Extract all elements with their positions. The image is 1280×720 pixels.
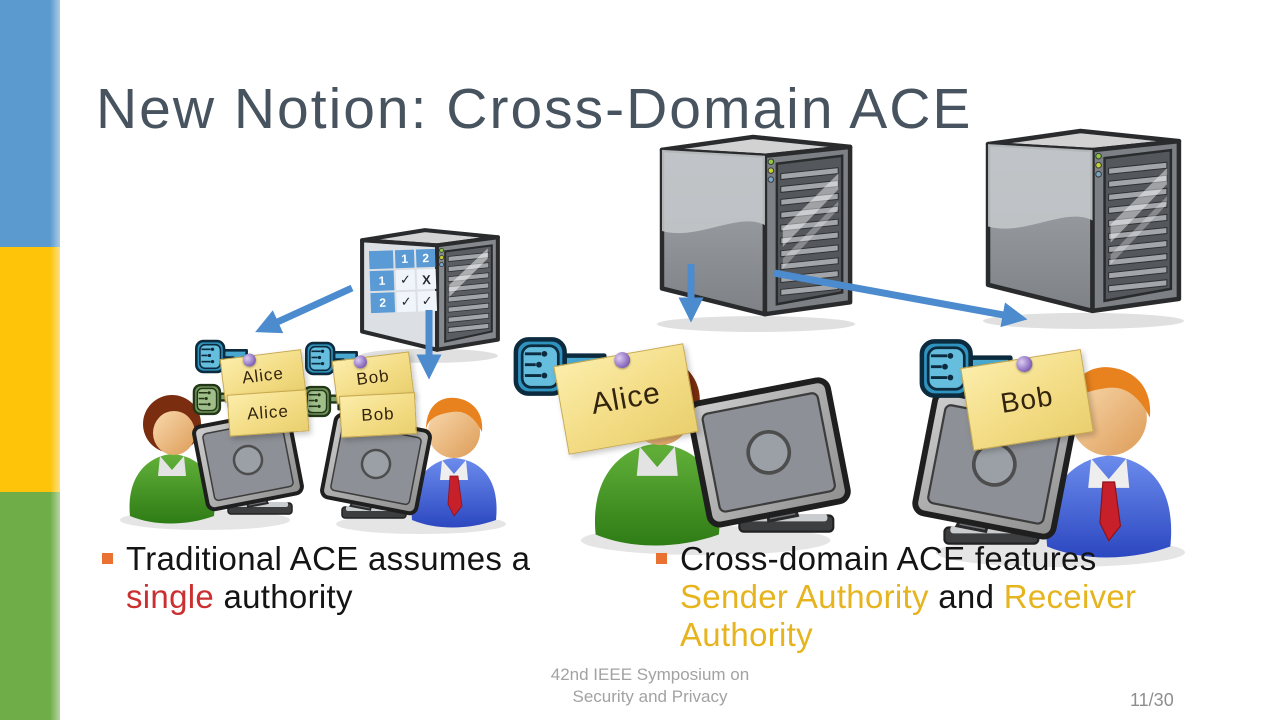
footer-text: 42nd IEEE Symposium on Security and Priv…: [505, 664, 795, 708]
bullet-text: Cross-domain ACE features Sender Authori…: [680, 540, 1144, 654]
sender-authority-server-icon: [654, 134, 867, 332]
push-pin-icon: [1015, 354, 1034, 374]
receiver-authority-server-icon: [980, 128, 1196, 329]
push-pin-icon: [612, 350, 632, 370]
matrix-cell: X: [416, 268, 437, 290]
sidebar-fade: [50, 0, 74, 720]
name-tag-label: Alice: [246, 401, 290, 424]
name-tag-label: Bob: [355, 366, 391, 389]
bullet-text-segment: Traditional ACE assumes a: [126, 540, 531, 577]
access-control-matrix: 1 2 1 ✓ X 2 ✓ ✓: [368, 248, 438, 314]
name-tag-label: Bob: [360, 404, 396, 425]
matrix-row-header: 2: [370, 292, 396, 314]
footer-line1: 42nd IEEE Symposium on: [550, 665, 750, 684]
bullet-text-emphasis: Receiver Authority: [680, 578, 1137, 653]
bullet-text: Traditional ACE assumes a single authori…: [126, 540, 600, 616]
arrow-authority-to-alice: [255, 284, 354, 334]
matrix-col-header: 2: [415, 248, 436, 268]
name-tag-alice-2: Alice: [226, 389, 310, 437]
name-tag-label: Alice: [240, 363, 285, 388]
push-pin-icon: [242, 352, 258, 368]
bullet-cross-domain-ace: Cross-domain ACE features Sender Authori…: [654, 540, 1144, 654]
bullet-text-segment: authority: [214, 578, 353, 615]
bullet-text-emphasis: single: [126, 578, 215, 615]
push-pin-icon: [353, 354, 368, 370]
matrix-row-header: 1: [369, 270, 395, 292]
footer-line2: Security and Privacy: [572, 687, 728, 706]
slide-title: New Notion: Cross-Domain ACE: [96, 77, 973, 141]
bullet-text-segment: Cross-domain ACE features: [680, 540, 1097, 577]
matrix-corner-cell: [368, 250, 394, 270]
matrix-cell: ✓: [396, 291, 417, 313]
bullet-traditional-ace: Traditional ACE assumes a single authori…: [100, 540, 600, 616]
name-tag-label: Alice: [588, 376, 664, 421]
name-tag-bob-2: Bob: [338, 392, 418, 438]
page-number: 11/30: [1130, 690, 1174, 710]
name-tag-label: Bob: [998, 380, 1056, 419]
matrix-cell: ✓: [417, 290, 438, 312]
bullet-marker-icon: [656, 553, 667, 564]
matrix-cell: ✓: [395, 269, 416, 291]
bullet-text-emphasis: Sender Authority: [680, 578, 929, 615]
matrix-col-header: 1: [394, 249, 415, 269]
bullet-text-segment: and: [928, 578, 1004, 615]
bullet-marker-icon: [102, 553, 113, 564]
